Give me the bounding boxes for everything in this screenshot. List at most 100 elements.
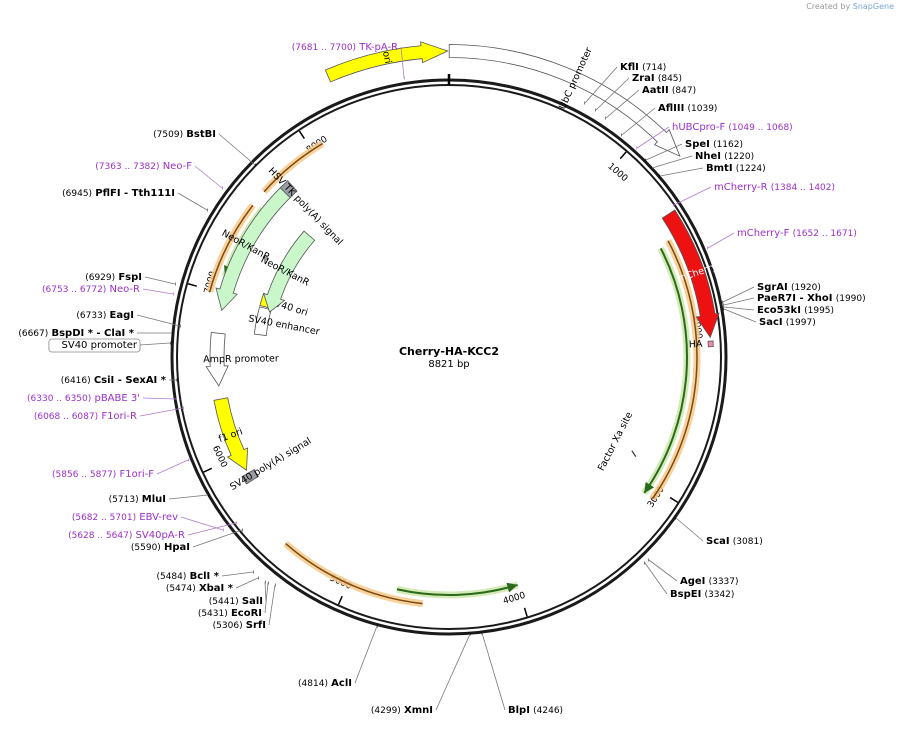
site-pos-spei: (1162) bbox=[713, 140, 743, 150]
site-name-ecori: EcoRI bbox=[231, 608, 262, 619]
site-pos-f1ori-r: (6068 .. 6087) bbox=[34, 412, 98, 422]
site-name-ebv-rev: EBV-rev bbox=[139, 512, 178, 523]
site-leader-21 bbox=[264, 582, 269, 614]
site-blpi: BlpI (4246) bbox=[508, 705, 563, 716]
site-pos-eagi: (6733) bbox=[76, 311, 106, 321]
site-name-spei: SpeI bbox=[685, 139, 710, 150]
site-pos-zrai: (845) bbox=[658, 74, 682, 84]
tick-3000 bbox=[669, 496, 679, 503]
site-pos-bspei: (3342) bbox=[704, 590, 734, 600]
site-pos-hubcpro-f: (1049 .. 1068) bbox=[728, 123, 792, 133]
site-pos-ebv-rev: (5682 .. 5701) bbox=[72, 513, 136, 523]
green-arc-head-0 bbox=[644, 481, 655, 494]
feature-neor-kanr bbox=[215, 184, 293, 312]
site-pos-mcherry-f: (1652 .. 1671) bbox=[793, 229, 857, 239]
site-pos-sv40pa-r: (5628 .. 5647) bbox=[68, 531, 132, 541]
site-pos-srfi: (5306) bbox=[213, 621, 243, 631]
site-name-srfi: SrfI bbox=[246, 620, 266, 631]
feature-label-ampr-promoter: AmpR promoter bbox=[203, 353, 279, 365]
site-leader-25 bbox=[192, 529, 243, 548]
site-name-zrai: ZraI bbox=[632, 73, 655, 84]
site-leader-29 bbox=[156, 459, 189, 475]
site-name-f1ori-f: F1ori-F bbox=[120, 469, 155, 480]
site-pos-bstbi: (7509) bbox=[153, 130, 183, 140]
site-leader-36 bbox=[142, 288, 174, 295]
site-leader-27 bbox=[180, 516, 224, 531]
tick-7000 bbox=[187, 283, 197, 287]
site-saci: SacI (1997) bbox=[759, 317, 816, 328]
site-leader-33 bbox=[139, 342, 171, 346]
site-pos-sali: (5441) bbox=[209, 597, 239, 607]
site-neo-f: (7363 .. 7382) Neo-F bbox=[95, 161, 192, 172]
site-leader-41 bbox=[400, 46, 405, 79]
site-pos-eco53ki: (1995) bbox=[804, 306, 834, 316]
site-pos-scai: (3081) bbox=[733, 537, 763, 547]
feature-hsv-tk-poly-a-signal bbox=[279, 180, 298, 199]
site-name-saci: SacI bbox=[759, 317, 783, 328]
site-pos-neo-r: (6753 .. 6772) bbox=[42, 285, 106, 295]
site-pos-mcherry-r: (1384 .. 1402) bbox=[771, 183, 835, 193]
site-pos-pbabe-3: (6330 .. 6350) bbox=[27, 394, 91, 404]
site-eco53ki: Eco53kI (1995) bbox=[757, 305, 834, 316]
site-leader-31 bbox=[142, 397, 177, 400]
credit-brand: SnapGene bbox=[852, 2, 894, 11]
site-leader-38 bbox=[177, 192, 208, 211]
site-leader-17 bbox=[481, 632, 506, 711]
tick-label-4000: 4000 bbox=[502, 591, 527, 607]
site-name-sv40pa-r: SV40pA-R bbox=[136, 530, 185, 541]
tick-8000 bbox=[298, 130, 305, 139]
site-name-aatii: AatII bbox=[642, 85, 669, 96]
site-leader-1 bbox=[595, 77, 630, 111]
site-pos-tk-pa-r: (7681 .. 7700) bbox=[292, 43, 356, 53]
site-name-xmni: XmnI bbox=[404, 705, 433, 716]
site-leader-12 bbox=[723, 306, 755, 311]
site-leader-3 bbox=[621, 107, 656, 136]
sv40-promoter-box bbox=[48, 338, 141, 353]
site-pbabe-3: (6330 .. 6350) pBABE 3' bbox=[27, 393, 140, 404]
site-pos-mlui: (5713) bbox=[109, 495, 139, 505]
tick-label-1000: 1000 bbox=[605, 162, 629, 185]
site-pflfi-tth111i: (6945) PflFI - Tth111I bbox=[62, 188, 175, 199]
site-name-csii-sexai: CsiI - SexAI * bbox=[94, 375, 167, 386]
feature-label-ori: ori bbox=[380, 50, 393, 64]
site-name-sv40-promoter: SV40 promoter bbox=[62, 340, 138, 351]
site-ebv-rev: (5682 .. 5701) EBV-rev bbox=[72, 512, 178, 523]
orange-arc-line-2 bbox=[209, 204, 254, 292]
site-bcli: (5484) BclI * bbox=[156, 571, 219, 582]
site-eagi: (6733) EagI bbox=[76, 310, 134, 321]
site-bstbi: (7509) BstBI bbox=[153, 129, 216, 140]
site-leader-4 bbox=[636, 126, 670, 149]
site-pos-bmti: (1224) bbox=[736, 164, 766, 174]
site-fspi: (6929) FspI bbox=[85, 272, 142, 283]
site-srfi: (5306) SrfI bbox=[213, 620, 266, 631]
site-acli: (4814) AclI bbox=[298, 678, 352, 689]
tick-1000 bbox=[619, 151, 627, 160]
site-leader-19 bbox=[354, 625, 378, 684]
site-pos-blpi: (4246) bbox=[533, 706, 563, 716]
feature-ampr-promoter bbox=[205, 332, 229, 387]
site-name-paer7i-xhoi: PaeR7I - XhoI bbox=[757, 293, 833, 304]
orange-arc-line-3 bbox=[263, 142, 323, 193]
site-pos-xmni: (4299) bbox=[371, 706, 401, 716]
site-pos-bspdi-clai: (6667) bbox=[18, 329, 48, 339]
site-sv40pa-r: (5628 .. 5647) SV40pA-R bbox=[68, 530, 185, 541]
site-leader-37 bbox=[144, 276, 176, 285]
feature-mcherry bbox=[661, 209, 720, 339]
site-pos-ecori: (5431) bbox=[198, 609, 228, 619]
site-leader-6 bbox=[651, 155, 693, 169]
site-pos-kfli: (714) bbox=[642, 63, 666, 73]
orange-arc-line-1 bbox=[285, 543, 423, 605]
site-name-tk-pa-r: TK-pA-R bbox=[358, 42, 398, 53]
site-leader-11 bbox=[723, 297, 755, 306]
site-name-bspdi-clai: BspDI * - ClaI * bbox=[51, 328, 134, 339]
factor-xa-mark bbox=[631, 450, 637, 458]
site-name-afliii: AflIII bbox=[658, 103, 684, 114]
site-aatii: AatII (847) bbox=[642, 85, 696, 96]
site-name-blpi: BlpI bbox=[508, 705, 530, 716]
plasmid-size: 8821 bp bbox=[428, 359, 469, 370]
site-pos-neo-f: (7363 .. 7382) bbox=[95, 162, 159, 172]
site-csii-sexai: (6416) CsiI - SexAI * bbox=[61, 375, 167, 386]
plasmid-name: Cherry-HA-KCC2 bbox=[399, 345, 499, 358]
site-leader-30 bbox=[139, 407, 184, 417]
